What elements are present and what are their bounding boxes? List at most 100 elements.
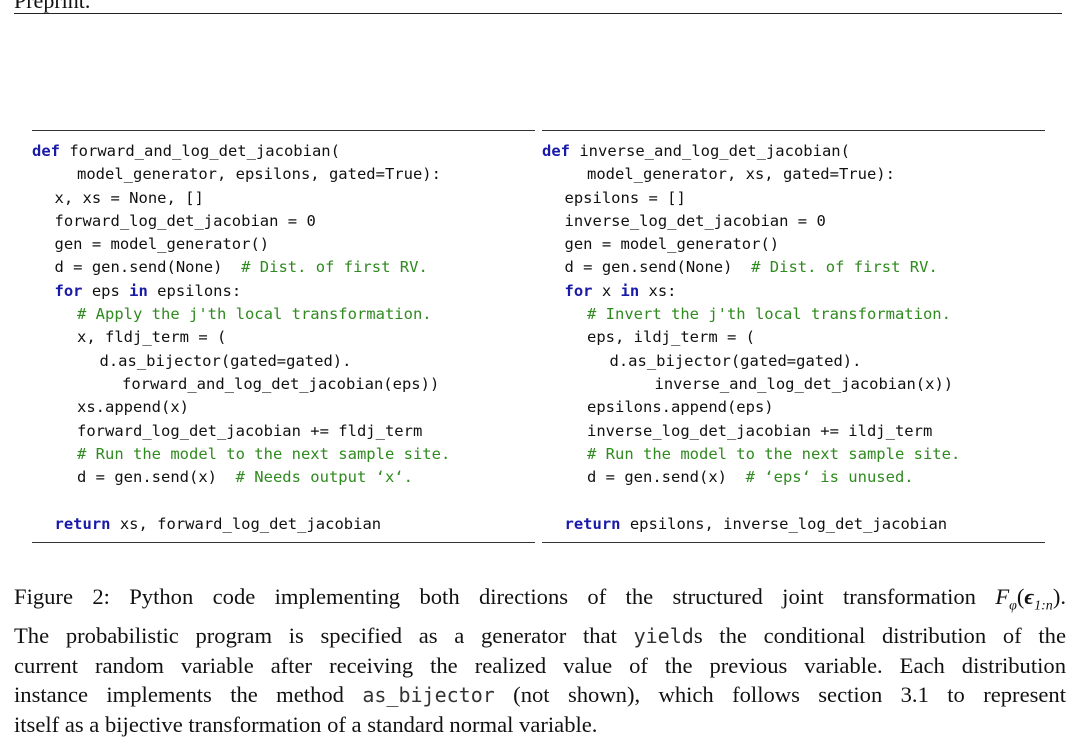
code-line: forward_log_det_jacobian += fldj_term: [32, 420, 450, 443]
code-text: gen = model_generator(): [564, 235, 780, 254]
code-text: model_generator, xs, gated=True):: [587, 165, 895, 184]
code-comment: # Apply the j'th local transformation.: [77, 305, 432, 324]
code-line: x, xs = None, []: [32, 187, 450, 210]
math-phi: φ: [1009, 598, 1017, 614]
code-comment: # Run the model to the next sample site.: [77, 444, 451, 463]
code-line: return xs, forward_log_det_jacobian: [32, 513, 450, 536]
running-header: Preprint.: [14, 0, 91, 13]
code-text: epsilons, inverse_log_det_jacobian: [620, 514, 948, 533]
code-line: # Run the model to the next sample site.: [32, 443, 450, 466]
code-text: inverse_and_log_det_jacobian(: [570, 142, 850, 160]
header-rule: [14, 13, 1062, 14]
code-line: d = gen.send(None) # Dist. of first RV.: [32, 256, 450, 279]
inline-code-as-bijector: as_bijector: [362, 683, 495, 708]
code-line: d = gen.send(x) # ‘eps‘ is unused.: [542, 466, 960, 489]
code-line: return epsilons, inverse_log_det_jacobia…: [542, 513, 960, 536]
caption-text: The probabilistic program is specified a…: [14, 622, 634, 648]
code-line: # Apply the j'th local transformation.: [32, 303, 450, 326]
code-line: def inverse_and_log_det_jacobian(: [542, 140, 960, 163]
code-line: inverse_and_log_det_jacobian(x)): [542, 373, 960, 396]
code-comment: # Run the model to the next sample site.: [587, 444, 961, 463]
math-F: F: [995, 584, 1010, 609]
code-text: d = gen.send(x): [77, 468, 236, 487]
math-epsilon: ϵ: [1024, 584, 1035, 609]
code-comment: # Dist. of first RV.: [241, 258, 428, 277]
code-line: for x in xs:: [542, 280, 960, 303]
code-text: x: [592, 281, 621, 300]
code-line: d.as_bijector(gated=gated).: [32, 350, 450, 373]
code-comment: # Invert the j'th local transformation.: [587, 305, 951, 324]
code-keyword: for: [564, 281, 593, 300]
code-line: xs.append(x): [32, 396, 450, 419]
code-text: inverse_log_det_jacobian += ildj_term: [587, 421, 933, 440]
code-text: xs:: [639, 281, 677, 300]
code-text: x, xs = None, []: [54, 188, 204, 207]
code-keyword: in: [129, 281, 148, 300]
code-line: def forward_and_log_det_jacobian(: [32, 140, 450, 163]
caption-text: Figure 2: Python code implementing both …: [14, 584, 996, 609]
code-line: d = gen.send(None) # Dist. of first RV.: [542, 256, 960, 279]
code-text: eps, ildj_term = (: [587, 328, 755, 347]
code-line: x, fldj_term = (: [32, 326, 450, 349]
code-line: forward_and_log_det_jacobian(eps)): [32, 373, 450, 396]
code-line: for eps in epsilons:: [32, 280, 450, 303]
code-text: epsilons.append(eps): [587, 398, 774, 417]
math-paren: ).: [1052, 584, 1066, 609]
code-text: xs, forward_log_det_jacobian: [110, 514, 382, 533]
code-text: xs.append(x): [77, 398, 189, 417]
code-line: d.as_bijector(gated=gated).: [542, 350, 960, 373]
caption-line-4: instance implements the method as_biject…: [14, 680, 1066, 710]
code-line: model_generator, xs, gated=True):: [542, 163, 960, 186]
code-keyword: for: [54, 281, 83, 300]
inverse-code-lines: def inverse_and_log_det_jacobian( model_g…: [542, 140, 960, 536]
code-text: d = gen.send(None): [564, 258, 752, 277]
code-text: eps: [82, 281, 130, 300]
code-line: inverse_log_det_jacobian += ildj_term: [542, 420, 960, 443]
code-line: gen = model_generator(): [542, 233, 960, 256]
code-text: inverse_and_log_det_jacobian(x)): [654, 374, 954, 393]
caption-line-3: current random variable after receiving …: [14, 652, 1066, 678]
forward-code-lines: def forward_and_log_det_jacobian( model_g…: [32, 140, 450, 536]
code-comment: # Needs output ‘x‘.: [235, 468, 413, 487]
code-text: forward_and_log_det_jacobian(eps)): [122, 374, 440, 393]
code-text: epsilons:: [147, 281, 242, 300]
code-text: forward_and_log_det_jacobian(: [60, 142, 340, 160]
code-text: model_generator, epsilons, gated=True):: [77, 165, 441, 184]
code-comment: # ‘eps‘ is unused.: [745, 468, 914, 487]
code-line: # Invert the j'th local transformation.: [542, 303, 960, 326]
code-line: d = gen.send(x) # Needs output ‘x‘.: [32, 466, 450, 489]
forward-code-listing: def forward_and_log_det_jacobian( model_g…: [32, 130, 535, 543]
caption-text: (not shown), which follows section 3.1 t…: [494, 682, 1066, 708]
code-line: [32, 489, 450, 512]
code-line: # Run the model to the next sample site.: [542, 443, 960, 466]
caption-text: s the conditional distribution of the: [693, 622, 1066, 648]
caption-line-5: itself as a bijective transformation of …: [14, 712, 598, 738]
caption-line-1: Figure 2: Python code implementing both …: [14, 582, 1066, 621]
code-text: forward_log_det_jacobian += fldj_term: [77, 421, 423, 440]
code-line: gen = model_generator(): [32, 233, 450, 256]
code-keyword: def: [542, 142, 570, 160]
code-text: x, fldj_term = (: [77, 328, 227, 347]
code-text: d.as_bijector(gated=gated).: [609, 351, 862, 370]
code-line: model_generator, epsilons, gated=True):: [32, 163, 450, 186]
code-comment: # Dist. of first RV.: [751, 258, 938, 277]
inverse-code-listing: def inverse_and_log_det_jacobian( model_g…: [542, 130, 1045, 543]
code-text: epsilons = []: [564, 188, 686, 207]
code-text: d = gen.send(x): [587, 468, 746, 487]
code-line: eps, ildj_term = (: [542, 326, 960, 349]
inline-code-yield: yield: [633, 623, 694, 648]
code-text: d.as_bijector(gated=gated).: [99, 351, 352, 370]
code-keyword: return: [54, 514, 111, 533]
code-line: epsilons.append(eps): [542, 396, 960, 419]
caption-line-2: The probabilistic program is specified a…: [14, 621, 1066, 651]
figure-caption: Figure 2: Python code implementing both …: [14, 582, 1066, 740]
code-keyword: in: [620, 281, 640, 300]
code-line: forward_log_det_jacobian = 0: [32, 210, 450, 233]
code-line: epsilons = []: [542, 187, 960, 210]
code-keyword: def: [32, 142, 60, 160]
math-subscript: 1:n: [1034, 598, 1053, 614]
code-keyword: return: [564, 514, 621, 533]
code-text: inverse_log_det_jacobian = 0: [564, 211, 826, 230]
code-text: gen = model_generator(): [54, 235, 270, 254]
code-text: d = gen.send(None): [54, 258, 242, 277]
